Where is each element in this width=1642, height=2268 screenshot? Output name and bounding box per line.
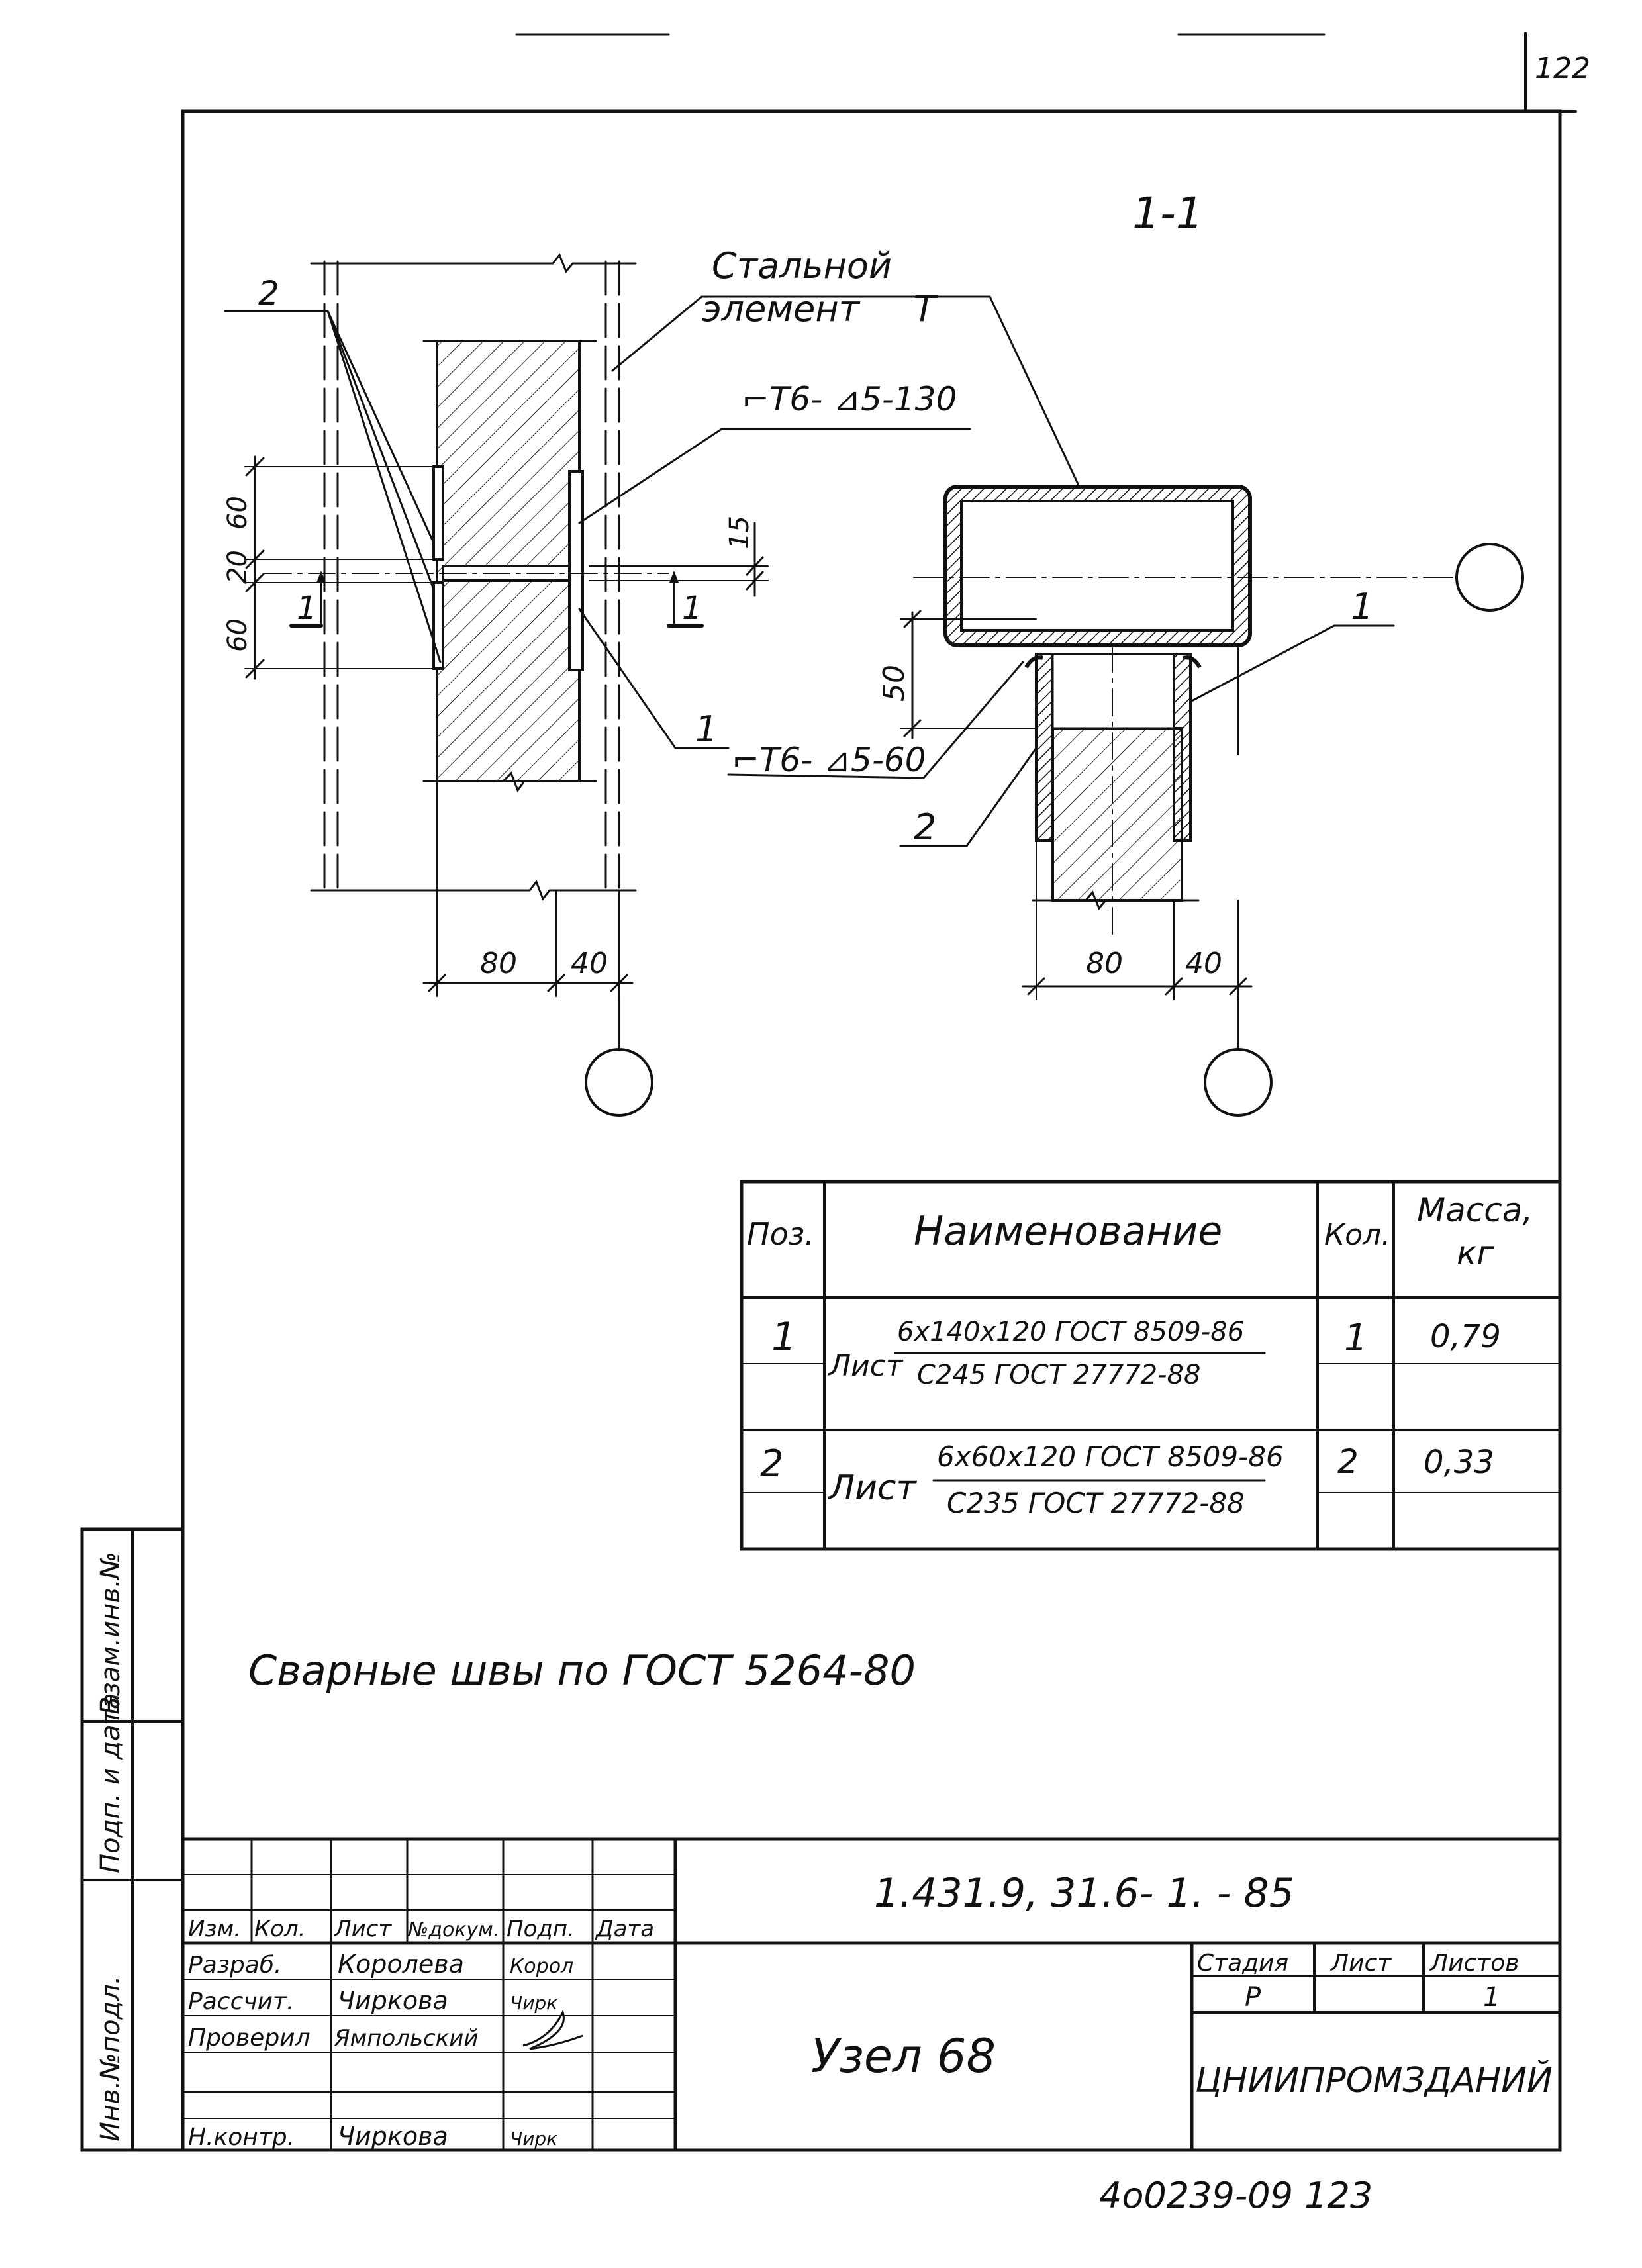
tb-sign-1: Корол [510, 1955, 573, 1978]
spec-header-mass-1: Масса, [1417, 1191, 1533, 1229]
tb-sheets: 1 [1483, 1982, 1500, 2012]
side-stamp-inventory: Инв.№подл. [95, 1975, 126, 2142]
dim-50: 50 [877, 665, 911, 702]
spec-row1-mass: 0,79 [1430, 1318, 1501, 1355]
spec-header-name: Наименование [914, 1208, 1222, 1254]
drawing-frame [181, 109, 1562, 2152]
tb-role-5: Н.контр. [188, 2124, 295, 2151]
tb-col-sign: Подп. [507, 1916, 575, 1942]
pos-2-label-elevation: 2 [258, 274, 279, 312]
dim-80-right: 80 [1086, 947, 1123, 980]
side-stamp: Взам.инв.№ Подп. и дата Инв.№подл. [80, 1527, 185, 2152]
dim-15: 15 [724, 516, 755, 549]
tb-sheets-label: Листов [1429, 1950, 1519, 1977]
spec-row1-denominator: С245 ГОСТ 27772-88 [917, 1360, 1200, 1390]
callout-steel-mark: Т [914, 288, 938, 330]
axis-bubble-right-section [1455, 543, 1524, 612]
section-mark-left: 1 [297, 590, 317, 627]
tb-sheet-label: Лист [1329, 1950, 1392, 1977]
spec-header-qty: Кол. [1324, 1218, 1390, 1252]
spec-row1-pos: 1 [771, 1314, 797, 1360]
wood-block-section [1051, 727, 1183, 902]
spec-row1-prefix: Лист [828, 1349, 904, 1383]
bottom-stamp: 4о0239-09 123 [1099, 2175, 1373, 2216]
tb-name-3: Ямпольский [334, 2025, 479, 2052]
tb-name-2: Чиркова [338, 1986, 448, 2015]
dim-80-left: 80 [480, 947, 517, 980]
spec-table: Поз. Наименование Кол. Масса, кг 1 Лист … [740, 1180, 1562, 1551]
spec-row2-qty: 2 [1337, 1442, 1359, 1481]
tb-stage-label: Стадия [1197, 1950, 1288, 1977]
pos-2-label-section: 2 [914, 806, 936, 848]
tb-name-1: Королева [338, 1950, 464, 1979]
axis-bubble-right [1204, 1048, 1273, 1117]
spec-row2-prefix: Лист [828, 1468, 917, 1508]
dim-40-left: 40 [571, 947, 608, 980]
dim-60-bottom: 60 [222, 618, 253, 652]
dim-40-right: 40 [1185, 947, 1222, 980]
pos-1-label-elevation: 1 [695, 708, 718, 750]
tb-doc-code: 1.431.9, 31.6- 1. - 85 [874, 1870, 1294, 1916]
spec-row2-denominator: С235 ГОСТ 27772-88 [947, 1487, 1245, 1519]
weld-label-upper: ⌐Т6- ⊿5-130 [742, 380, 957, 418]
weld-note: Сварные швы по ГОСТ 5264-80 [248, 1646, 916, 1695]
callout-steel-line1: Стальной [712, 245, 892, 287]
side-stamp-signature: Подп. и дата [95, 1693, 126, 1873]
tb-sign-3 [522, 2010, 583, 2050]
tb-role-2: Рассчит. [188, 1988, 294, 2015]
tb-title: Узел 68 [811, 2029, 996, 2083]
section-mark-right: 1 [682, 590, 702, 627]
elevation-view: 60 20 60 1 1 15 80 40 2 [222, 245, 1081, 1117]
pos-1-label-section: 1 [1351, 586, 1373, 628]
spec-row2-mass: 0,33 [1424, 1444, 1494, 1481]
tb-sign-2: Чирк [510, 1992, 557, 2014]
tb-col-list: Лист [333, 1916, 392, 1942]
tb-stage: Р [1245, 1982, 1261, 2012]
weld-label-lower: ⌐Т6- ⊿5-60 [732, 741, 926, 779]
callout-steel-line2: элемент [702, 288, 861, 330]
tb-name-5: Чиркова [338, 2122, 448, 2151]
corner-number: 122 [1535, 52, 1590, 85]
spec-header-pos: Поз. [747, 1216, 814, 1252]
plate-2-upper [432, 465, 444, 561]
spec-header-mass-2: кг [1457, 1234, 1494, 1272]
wood-block-elevation [436, 340, 581, 782]
tb-col-doc: №докум. [407, 1918, 499, 1942]
section-plate-left [1035, 653, 1054, 842]
section-plate-right [1173, 653, 1192, 842]
tb-col-izm: Изм. [188, 1916, 241, 1942]
tb-sign-5: Чирк [510, 2128, 557, 2150]
section-view: 1-1 50 ⌐Т6- ⊿5-60 2 1 [727, 188, 1524, 1117]
section-title: 1-1 [1132, 188, 1204, 239]
spec-row2-numerator: 6х60х120 ГОСТ 8509-86 [937, 1441, 1284, 1473]
tb-col-date: Дата [595, 1916, 654, 1942]
tb-org: ЦНИИПРОМЗДАНИЙ [1195, 2060, 1553, 2101]
dim-60-top: 60 [222, 496, 253, 530]
spec-row2-pos: 2 [760, 1442, 784, 1486]
corner-number-box: 122 [1524, 32, 1590, 113]
axis-bubble-left [585, 1048, 653, 1117]
title-block: Изм. Кол. Лист №докум. Подп. Дата Разраб… [181, 1837, 1562, 2152]
spec-row1-qty: 1 [1344, 1317, 1368, 1360]
tb-role-1: Разраб. [188, 1952, 281, 1979]
spec-row1-numerator: 6х140х120 ГОСТ 8509-86 [897, 1317, 1244, 1347]
tb-role-3: Проверил [188, 2024, 311, 2052]
plate-1 [568, 470, 584, 671]
tb-col-kol: Кол. [254, 1916, 305, 1942]
side-stamp-replacement: Взам.инв.№ [95, 1552, 126, 1715]
dim-20: 20 [222, 550, 253, 584]
